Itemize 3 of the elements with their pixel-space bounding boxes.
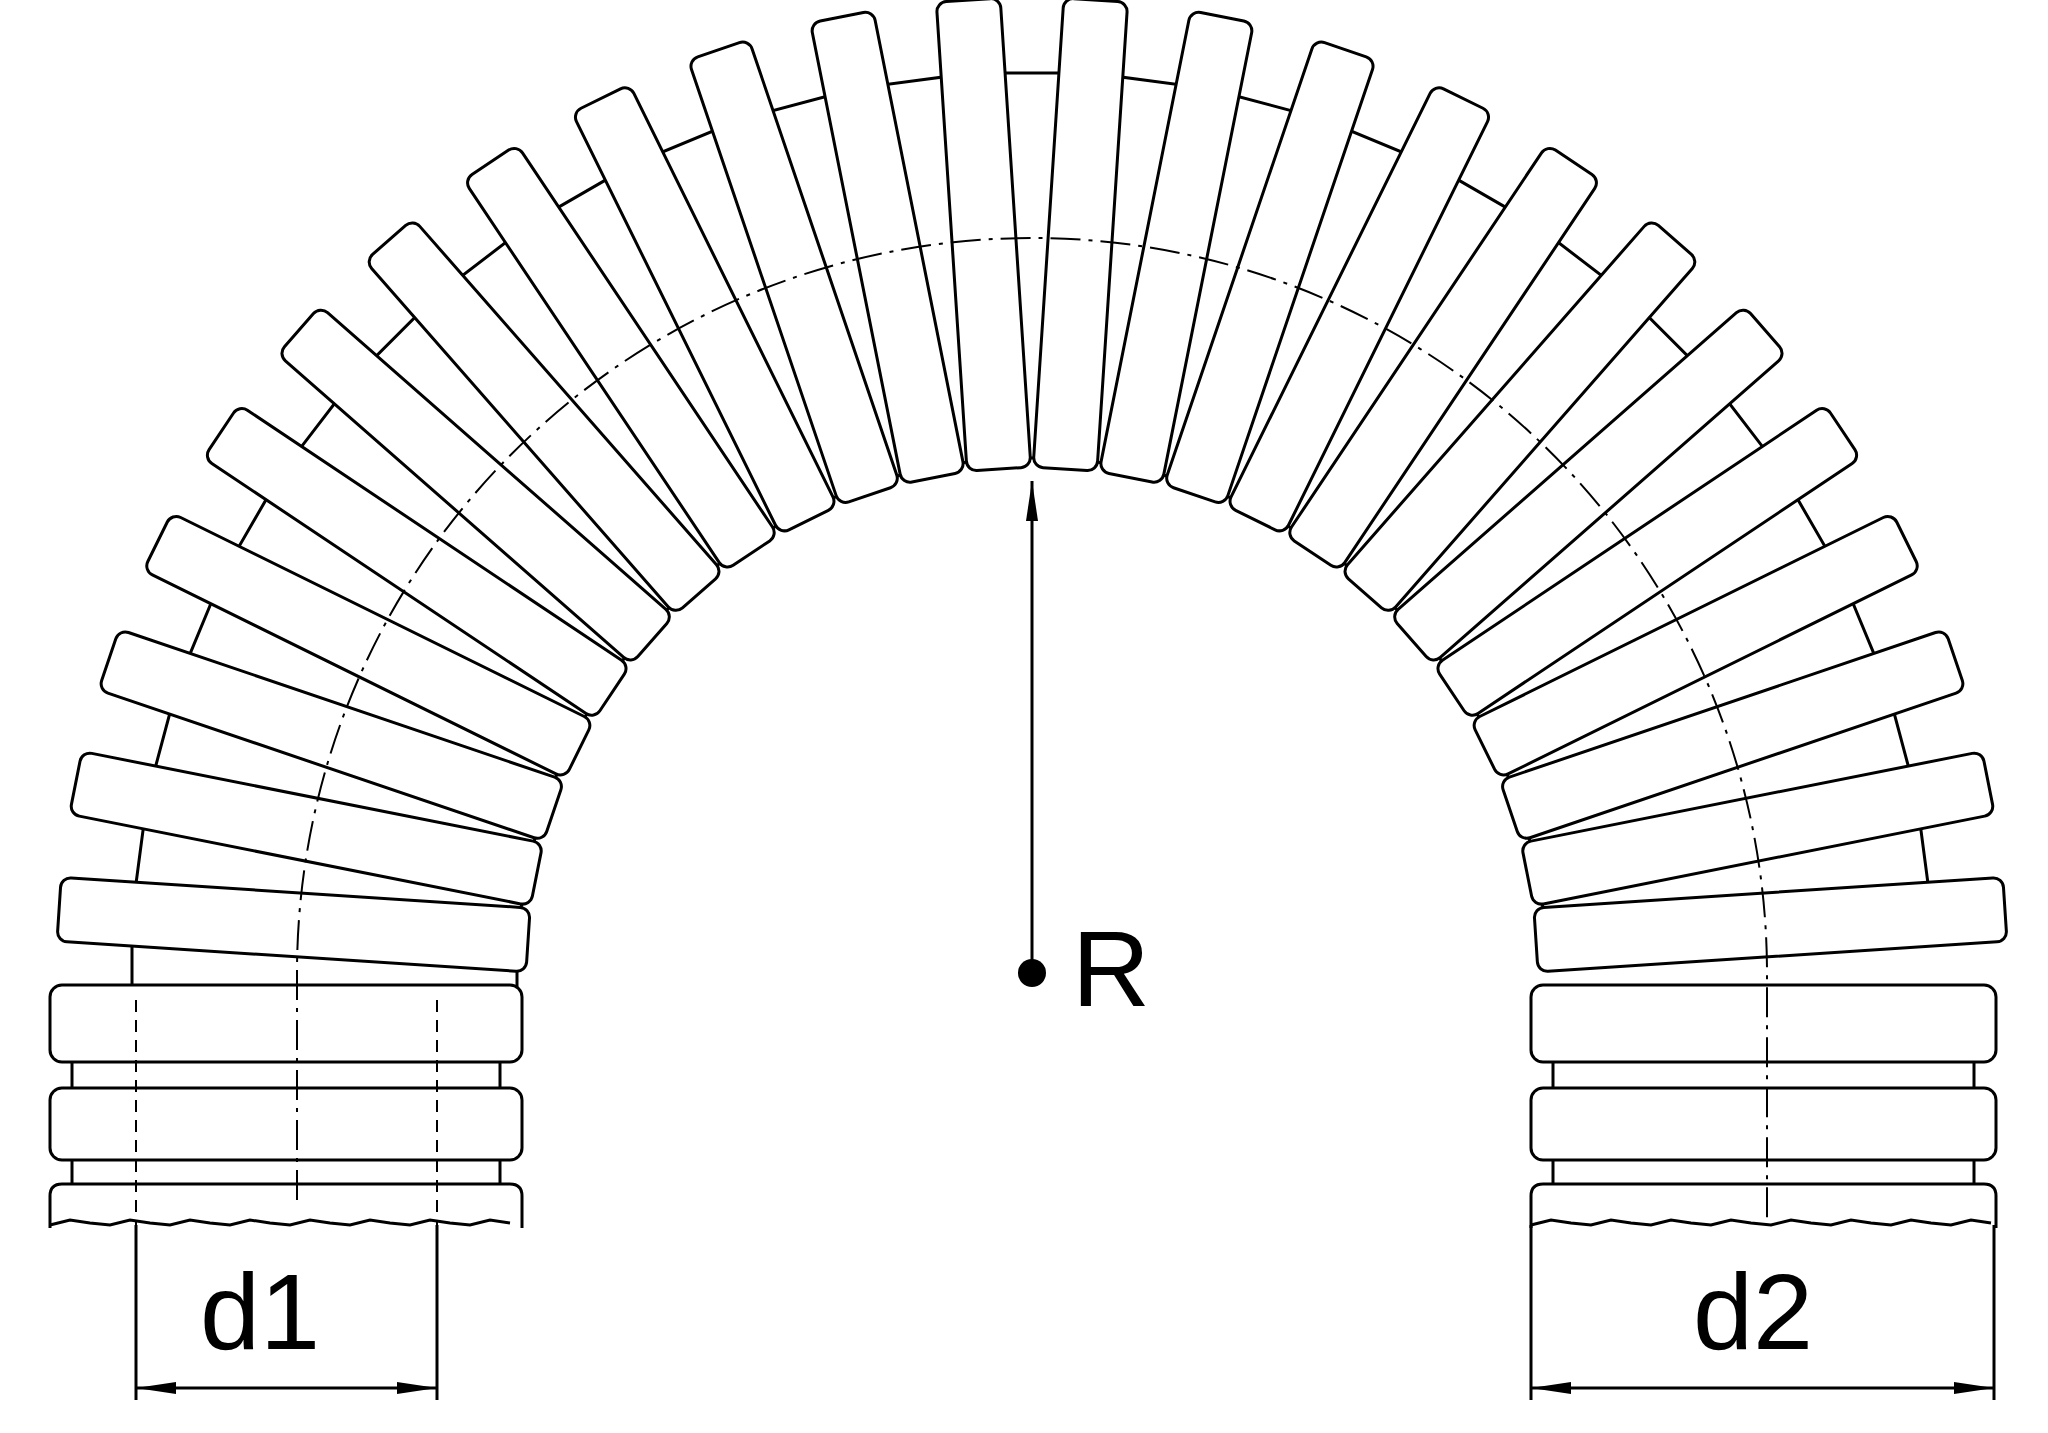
radius-label: R [1072, 915, 1150, 1023]
diameter-label: d2 [1693, 1258, 1814, 1366]
diameter-label: d1 [200, 1258, 321, 1366]
